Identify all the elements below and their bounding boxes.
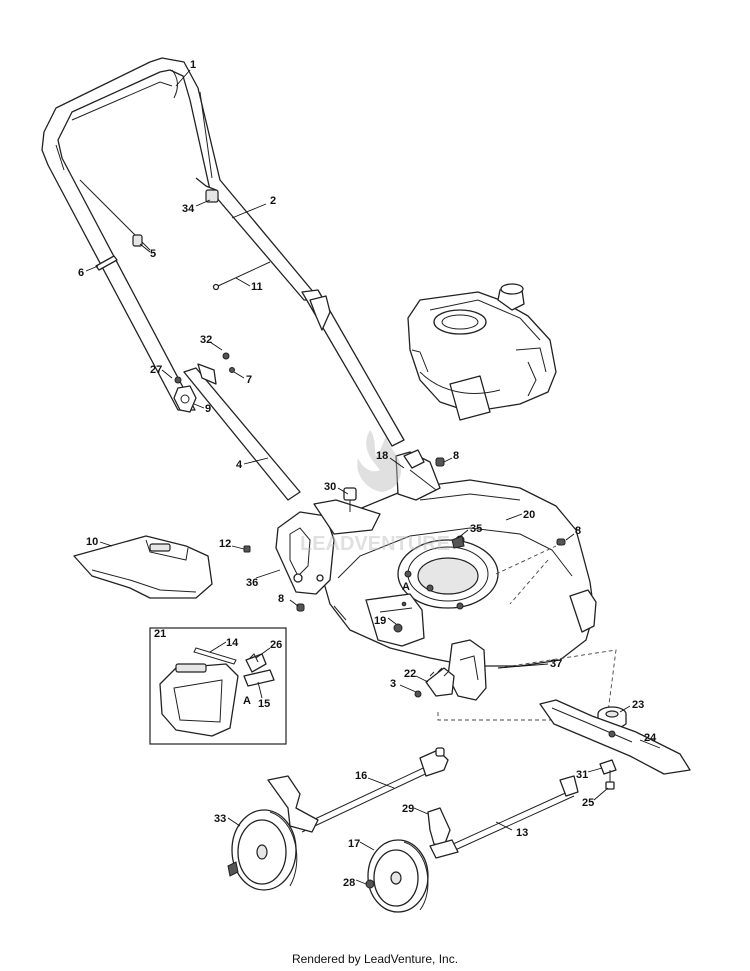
clip-34 [195, 177, 219, 203]
callout-9: 9 [205, 403, 211, 415]
nut-8-a [435, 457, 445, 467]
callout-24: 24 [644, 732, 657, 744]
callout-11: 11 [251, 281, 263, 293]
screw-12 [243, 545, 251, 553]
rear-discharge-cover-10 [73, 535, 213, 599]
callout-36: 36 [246, 577, 258, 589]
front-axle-13 [427, 775, 579, 859]
callout-8-left: 8 [278, 593, 284, 605]
blade-24 [539, 699, 691, 775]
callout-28: 28 [343, 877, 355, 889]
lower-handle [183, 289, 405, 501]
footer-credit: Rendered by LeadVenture, Inc. [291, 952, 459, 966]
callout-32: 32 [200, 334, 212, 346]
callout-25: 25 [582, 797, 594, 809]
callout-23: 23 [632, 699, 644, 711]
callout-8-right: 8 [575, 525, 581, 537]
callout-7: 7 [246, 374, 252, 386]
cable-tie-11 [212, 261, 271, 291]
callout-10: 10 [86, 536, 98, 548]
lower-handle-bracket [309, 295, 331, 331]
bolt-25 [605, 770, 615, 790]
callout-34: 34 [182, 203, 195, 215]
callout-a-inset: A [243, 695, 251, 707]
front-height-adjuster-22 [425, 639, 487, 701]
upper-handle [41, 57, 321, 411]
callout-labels: 1 2 34 5 6 11 32 27 7 9 4 18 8 30 20 12 … [78, 59, 657, 889]
nut-8-c [296, 603, 305, 612]
callout-22: 22 [404, 668, 416, 680]
callout-15: 15 [258, 698, 270, 710]
cable-clip-5 [132, 234, 143, 247]
callout-13: 13 [516, 827, 528, 839]
cable-tie-6 [95, 255, 118, 271]
callout-16: 16 [355, 770, 367, 782]
callout-3: 3 [390, 678, 396, 690]
watermark: LEADVENTURE [300, 430, 450, 555]
callout-19: 19 [374, 615, 386, 627]
callout-6: 6 [78, 267, 84, 279]
callout-18: 18 [376, 450, 388, 462]
callout-31: 31 [576, 769, 588, 781]
callout-17: 17 [348, 838, 360, 850]
inset-21-box [149, 627, 287, 745]
callout-29: 29 [402, 803, 414, 815]
callout-12: 12 [219, 538, 231, 550]
callout-30: 30 [324, 481, 336, 493]
callout-35: 35 [470, 523, 482, 535]
callout-2: 2 [270, 195, 276, 207]
callout-26: 26 [270, 639, 282, 651]
rear-door-18 [395, 449, 441, 501]
callout-a-deck: A [402, 581, 410, 593]
callout-1: 1 [190, 59, 196, 71]
callout-4: 4 [236, 459, 243, 471]
engine [407, 283, 557, 421]
callout-14: 14 [226, 637, 239, 649]
callout-8-top: 8 [453, 450, 459, 462]
callout-37: 37 [550, 658, 562, 670]
handle-bracket-9 [173, 352, 235, 413]
screw-8-b [556, 538, 566, 546]
bolt-30 [343, 487, 357, 512]
callout-5: 5 [150, 248, 156, 260]
callout-33: 33 [214, 813, 226, 825]
callout-27: 27 [150, 364, 162, 376]
discharge-plug-19 [365, 593, 425, 647]
rear-wheel-33 [227, 809, 298, 891]
nut-3 [414, 690, 422, 698]
leader-lines [85, 69, 661, 885]
watermark-text: LEADVENTURE [300, 533, 450, 555]
callout-21: 21 [154, 628, 166, 640]
rear-axle-16 [267, 747, 449, 833]
washer-31 [599, 759, 617, 775]
height-adjuster-rear [275, 499, 381, 595]
callout-20: 20 [523, 509, 535, 521]
front-wheel-17 [365, 839, 429, 913]
mower-deck [321, 479, 597, 667]
